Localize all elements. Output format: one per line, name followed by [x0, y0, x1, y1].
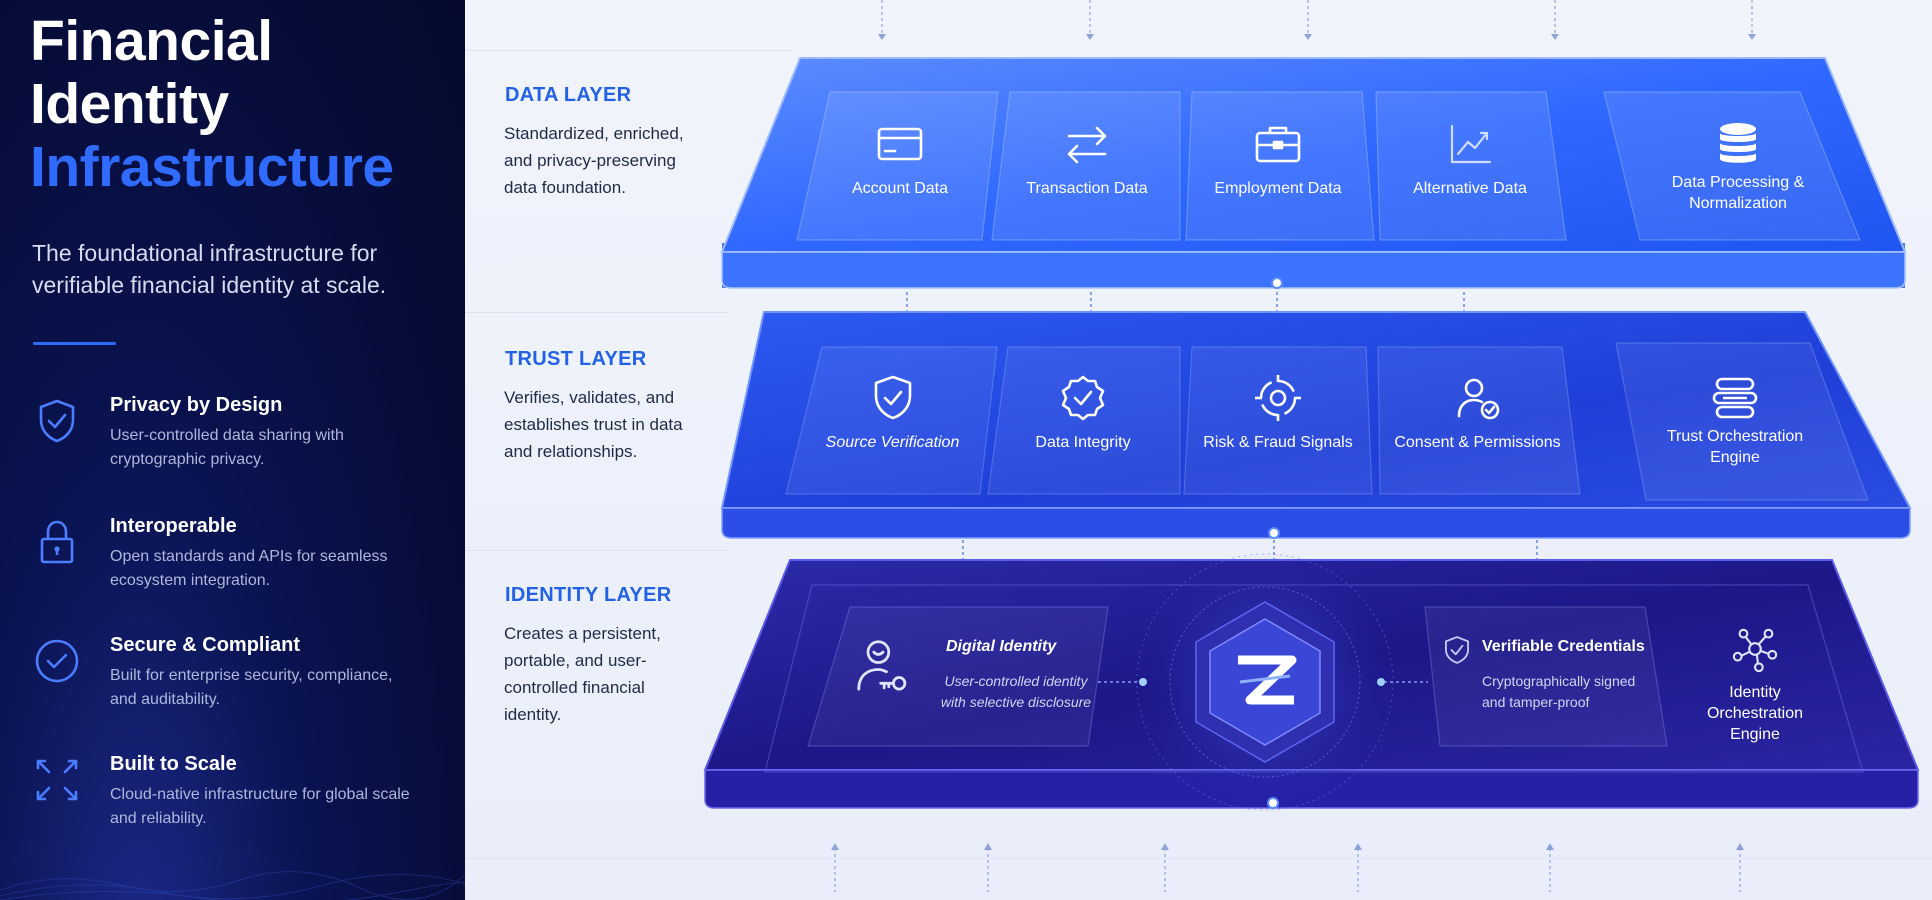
title-line-1: Financial [30, 9, 273, 73]
incoming-arrows [881, 0, 1753, 36]
transfer-arrows-icon [1067, 126, 1107, 164]
divider [465, 550, 730, 551]
feature-title: Interoperable [110, 515, 237, 537]
feature-privacy: Privacy by Design User-controlled data s… [32, 394, 452, 474]
z-logo-icon [1238, 655, 1297, 705]
module-label: Data Processing & Normalization [1671, 174, 1805, 212]
feature-title: Privacy by Design [110, 394, 283, 416]
credit-card-icon [877, 127, 923, 161]
module-account-data[interactable]: Account Data [820, 118, 980, 199]
module-risk-fraud-signals[interactable]: Risk & Fraud Signals [1188, 372, 1368, 453]
feature-title: Built to Scale [110, 753, 237, 775]
trend-chart-icon [1450, 124, 1492, 164]
check-circle-icon [32, 636, 82, 686]
database-icon [1720, 123, 1756, 163]
data-layer-desc: Standardized, enriched, and privacy-pres… [504, 124, 684, 197]
module-label: Risk & Fraud Signals [1203, 434, 1353, 451]
trust-layer-plate [720, 311, 1912, 539]
module-source-verification[interactable]: Source Verification [810, 372, 975, 453]
user-check-icon [1457, 378, 1499, 420]
feature-secure: Secure & Compliant Built for enterprise … [32, 634, 452, 714]
divider [33, 342, 116, 345]
user-key-icon [853, 636, 913, 704]
module-transaction-data[interactable]: Transaction Data [1007, 118, 1167, 199]
module-label: Transaction Data [1026, 180, 1148, 197]
identity-layer-title: IDENTITY LAYER [505, 584, 672, 606]
module-data-integrity[interactable]: Data Integrity [1003, 372, 1163, 453]
feature-desc: User-controlled data sharing with crypto… [110, 427, 344, 468]
title-line-2: Identity [30, 72, 229, 136]
divider [465, 312, 730, 313]
trust-layer-desc: Verifies, validates, and establishes tru… [504, 388, 683, 461]
verifiable-credentials-title[interactable]: Verifiable Credentials [1482, 638, 1645, 655]
module-label: Trust Orchestration Engine [1666, 428, 1804, 466]
trust-layer-title: TRUST LAYER [505, 348, 647, 370]
module-alternative-data[interactable]: Alternative Data [1390, 118, 1550, 199]
data-layer-title: DATA LAYER [505, 84, 632, 106]
feature-title: Secure & Compliant [110, 634, 301, 656]
feature-desc: Open standards and APIs for seamless eco… [110, 548, 388, 589]
identity-layer-plate [703, 552, 1920, 812]
module-consent-permissions[interactable]: Consent & Permissions [1385, 372, 1570, 453]
module-label: Identity Orchestration Engine [1706, 684, 1804, 743]
feature-desc: Built for enterprise security, complianc… [110, 667, 393, 708]
module-label: Source Verification [825, 434, 960, 451]
target-icon [1255, 375, 1301, 421]
badge-check-icon [1440, 634, 1474, 674]
outgoing-arrows [834, 848, 1741, 892]
module-data-processing[interactable]: Data Processing & Normalization [1648, 118, 1828, 214]
module-trust-orchestration[interactable]: Trust Orchestration Engine [1660, 372, 1810, 468]
identity-orchestration-engine[interactable]: Identity Orchestration Engine [1685, 624, 1825, 745]
feature-scale: Built to Scale Cloud-native infrastructu… [32, 753, 452, 833]
feature-desc: Cloud-native infrastructure for global s… [110, 786, 410, 827]
expand-arrows-icon [32, 755, 82, 805]
module-label: Consent & Permissions [1394, 434, 1561, 451]
module-label: Alternative Data [1413, 180, 1527, 197]
divider [465, 50, 795, 51]
network-nodes-icon [1732, 628, 1778, 673]
shield-check-icon [32, 396, 82, 446]
module-label: Account Data [851, 180, 949, 197]
module-label: Data Integrity [1035, 434, 1131, 451]
data-layer-plate [720, 57, 1907, 289]
page-subtitle: The foundational infrastructure for veri… [32, 240, 387, 298]
divider [465, 858, 1932, 859]
digital-identity-desc[interactable]: User-controlled identity with selective … [940, 673, 1092, 710]
shield-check-icon [874, 375, 911, 420]
sidebar: Financial Identity Infrastructure The fo… [0, 0, 465, 900]
digital-identity-title: Digital Identity [946, 638, 1057, 655]
module-employment-data[interactable]: Employment Data [1193, 118, 1363, 199]
module-label: Employment Data [1214, 180, 1342, 197]
verifiable-credentials-desc: Cryptographically signed and tamper-proo… [1482, 673, 1636, 710]
feature-interoperable: Interoperable Open standards and APIs fo… [32, 515, 452, 595]
wave-pattern [0, 871, 465, 900]
padlock-icon [32, 517, 82, 567]
title-highlight: Infrastructure [30, 135, 394, 199]
briefcase-icon [1255, 126, 1301, 163]
stack-layers-icon [1712, 377, 1758, 419]
badge-check-icon [1061, 375, 1105, 421]
page-title: Financial Identity Infrastructure [30, 10, 394, 199]
identity-layer-desc: Creates a persistent, portable, and user… [504, 624, 661, 724]
